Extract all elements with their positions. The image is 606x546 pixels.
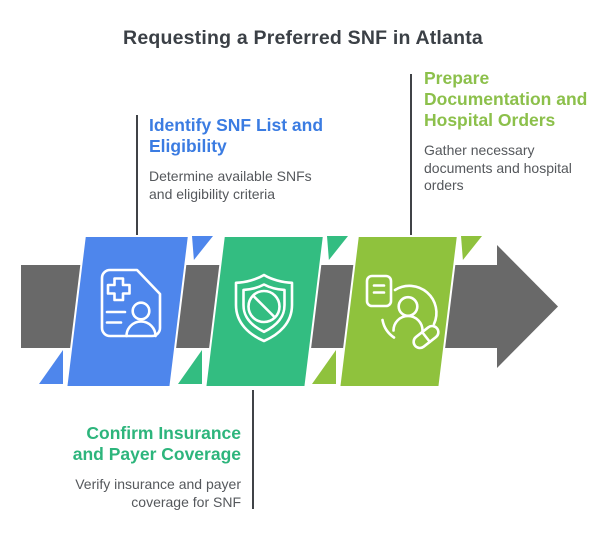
ribbon-fold-top-step3 (461, 236, 482, 260)
no-symbol-slash (252, 294, 276, 319)
callout-step1: Identify SNF List and Eligibility Determ… (149, 115, 344, 203)
card-outline (100, 268, 162, 338)
shield-outer (234, 273, 294, 343)
person-head (131, 301, 151, 321)
connector-line-step3 (410, 74, 412, 235)
shield-inner (242, 283, 286, 334)
circle-arc-top (393, 284, 438, 326)
connector-line-step1 (136, 115, 138, 235)
step2-description: Verify insurance and payer coverage for … (75, 476, 241, 510)
step1-heading: Identify SNF List and Eligibility (149, 115, 324, 156)
step3-heading: Prepare Documentation and Hospital Order… (424, 68, 588, 130)
process-arrow-head (497, 245, 558, 368)
ribbon-fold-top-step2 (327, 236, 348, 260)
step2-heading: Confirm Insurance and Payer Coverage (72, 423, 241, 464)
no-symbol-circle (247, 289, 281, 324)
shield-slash-icon-svg (234, 273, 294, 343)
page-title: Requesting a Preferred SNF in Atlanta (123, 27, 483, 49)
medical-card-icon-svg (100, 268, 162, 338)
pill-glyph (412, 324, 440, 350)
person-shoulders (125, 320, 157, 338)
step3-description: Gather necessary documents and hospital … (424, 142, 572, 193)
person-shoulders (392, 314, 424, 332)
connector-line-step2 (252, 390, 254, 509)
patient-prescription-icon (362, 274, 448, 354)
callout-step3: Prepare Documentation and Hospital Order… (424, 68, 594, 195)
person-head (397, 295, 419, 318)
ribbon-fold-bottom-step1 (39, 350, 63, 384)
cross-glyph (106, 277, 131, 302)
document-outline (365, 274, 393, 308)
medical-card-icon (98, 267, 164, 339)
circle-arc-bottom (381, 318, 396, 339)
patient-prescription-icon-svg (365, 274, 440, 350)
ribbon-fold-bottom-step3 (312, 350, 336, 384)
ribbon-fold-bottom-step2 (178, 350, 202, 384)
step1-description: Determine available SNFs and eligibility… (149, 168, 312, 202)
callout-step2: Confirm Insurance and Payer Coverage Ver… (61, 423, 241, 511)
shield-slash-icon (233, 273, 295, 343)
ribbon-fold-top-step1 (192, 236, 213, 260)
